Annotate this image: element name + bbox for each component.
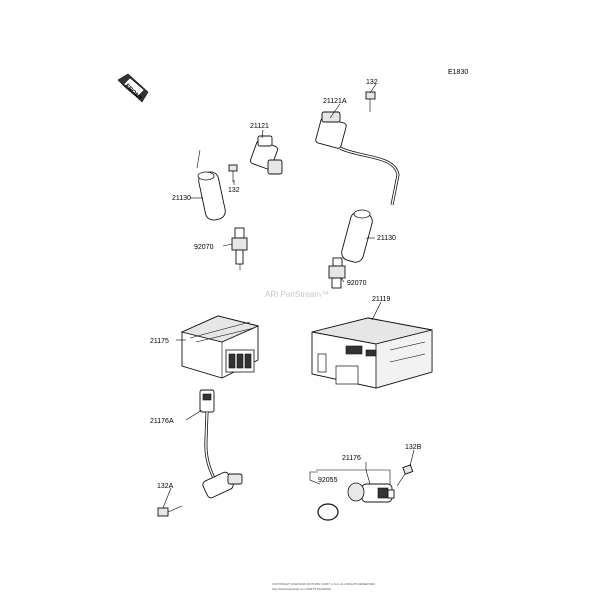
spark-plug-right bbox=[328, 257, 346, 289]
watermark: ARI PartStream™ bbox=[265, 290, 329, 299]
footer-line-1: COPYRIGHT KAWASAKI MOTORS CORP. U.S.A. A… bbox=[272, 582, 376, 586]
footer-line-2: http://www.kawasaki.com PARTS DIAGRAM bbox=[272, 587, 331, 591]
bolt-132B bbox=[396, 464, 414, 487]
diagram-code: E1830 bbox=[448, 69, 468, 76]
bolt-132A bbox=[157, 505, 183, 517]
spark-plug-cap-left bbox=[197, 171, 226, 221]
bolt-132-top bbox=[365, 91, 376, 112]
spark-plug-cap-right bbox=[341, 209, 373, 263]
label-92055: 92055 bbox=[318, 477, 338, 484]
ignition-coil-right bbox=[315, 111, 400, 206]
spark-plug-left bbox=[231, 227, 248, 270]
label-21175: 21175 bbox=[150, 338, 169, 345]
label-92070-left: 92070 bbox=[194, 244, 214, 251]
label-21176: 21176 bbox=[342, 455, 361, 462]
cam-sensor bbox=[347, 482, 395, 503]
label-132B: 132B bbox=[405, 444, 422, 451]
label-21176A: 21176A bbox=[150, 418, 174, 425]
o-ring-92055 bbox=[317, 503, 339, 521]
label-92070-right: 92070 bbox=[347, 280, 367, 287]
ecu-unit bbox=[311, 317, 433, 389]
label-21130-right: 21130 bbox=[377, 235, 396, 242]
label-21130-left: 21130 bbox=[172, 195, 191, 202]
label-21121: 21121 bbox=[250, 123, 269, 130]
front-arrow-icon: FRONT bbox=[117, 73, 149, 103]
leader-lines bbox=[162, 83, 415, 509]
label-132-mid: 132 bbox=[228, 187, 240, 194]
ignition-coil-left bbox=[196, 132, 283, 175]
speed-sensor-lead bbox=[199, 389, 243, 499]
label-132A: 132A bbox=[157, 483, 174, 490]
regulator-rectifier bbox=[180, 315, 260, 379]
label-21121A: 21121A bbox=[323, 98, 347, 105]
label-21119: 21119 bbox=[372, 296, 391, 303]
label-132-top: 132 bbox=[366, 79, 378, 86]
bolt-132-mid bbox=[228, 164, 238, 182]
